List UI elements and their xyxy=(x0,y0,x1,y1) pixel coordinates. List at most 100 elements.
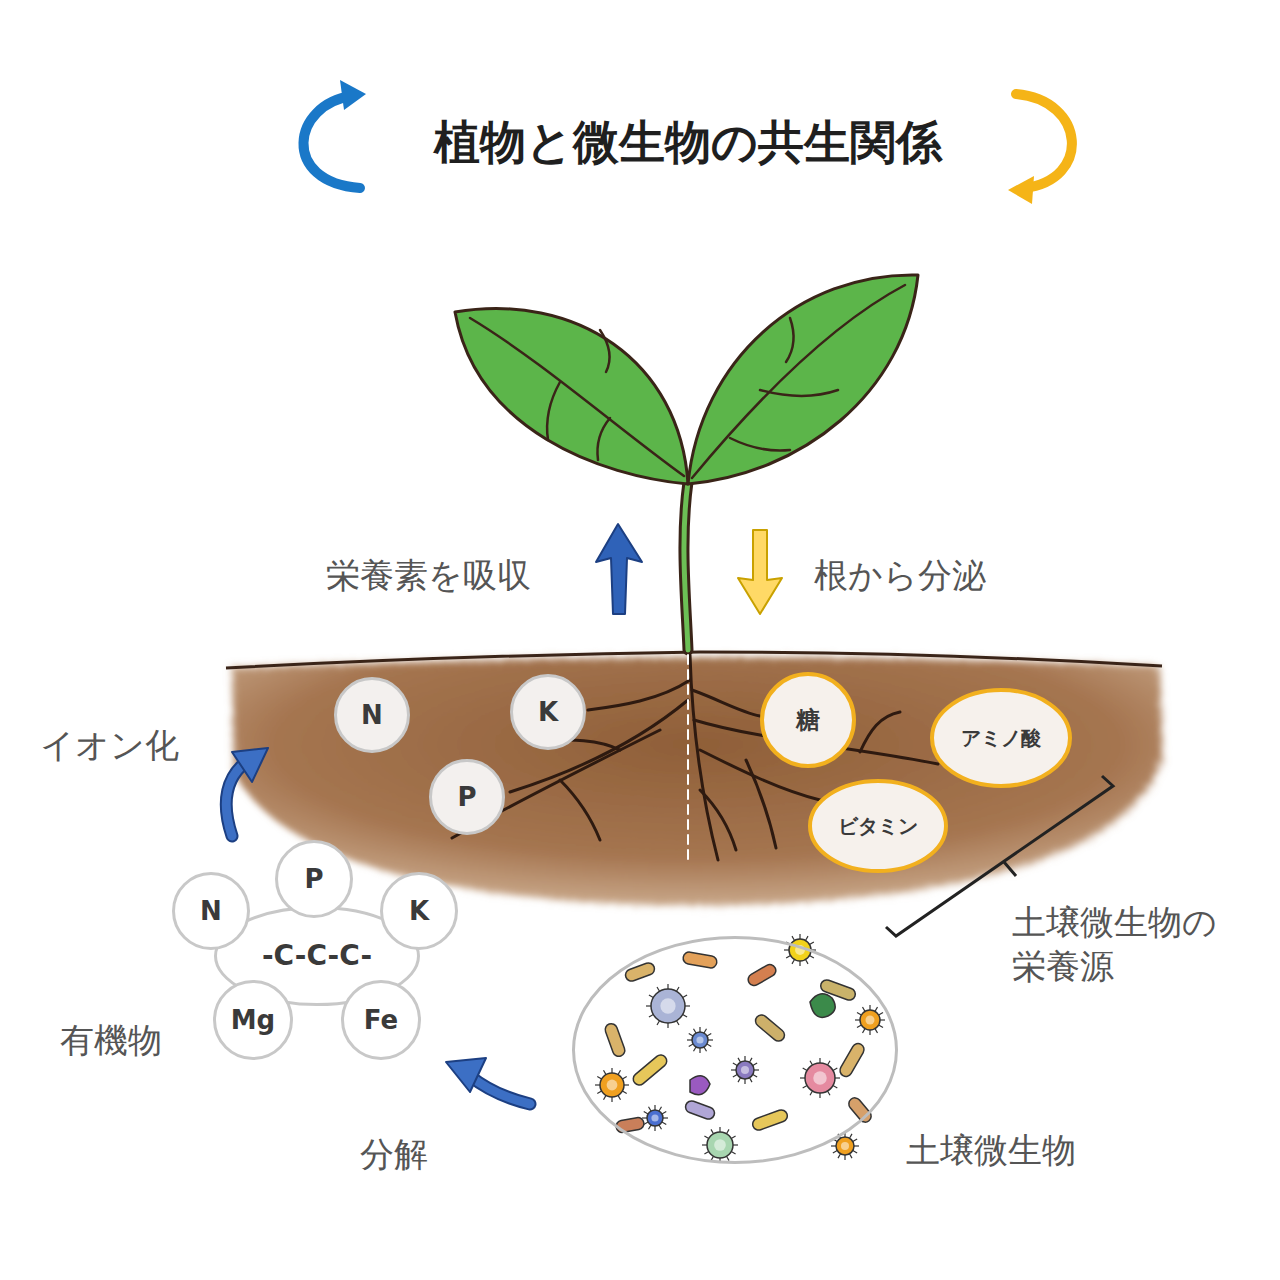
microbe-spike xyxy=(694,1029,697,1033)
illustration-part xyxy=(692,285,905,478)
microbe-spike xyxy=(806,960,809,964)
illustration-part xyxy=(687,655,689,862)
illustration-part xyxy=(452,655,938,860)
illustration-part xyxy=(692,690,760,716)
title-arrows xyxy=(303,80,1071,204)
microbe-rod xyxy=(753,1012,787,1043)
microbe-spike xyxy=(792,936,795,940)
microbe-coccus xyxy=(855,1005,885,1035)
microbe-body xyxy=(736,1061,754,1079)
illustration-part xyxy=(455,309,688,484)
node-ellipse xyxy=(382,874,457,949)
microbe-spike xyxy=(879,1025,883,1028)
microbe-spike xyxy=(733,1063,737,1066)
node-ellipse xyxy=(932,690,1070,786)
microbe-core xyxy=(813,1071,827,1085)
soil-band xyxy=(226,652,1162,906)
node-ellipse xyxy=(431,761,504,834)
microbe-body xyxy=(836,1137,854,1155)
illustration-part xyxy=(470,1076,530,1104)
microbe-core xyxy=(841,1142,849,1150)
illustration-part xyxy=(588,680,690,710)
element-circle: Fe xyxy=(341,980,421,1060)
microbe-core xyxy=(651,1114,658,1121)
illustration-part xyxy=(470,1076,530,1104)
node-ellipse xyxy=(762,674,854,766)
microbe-spike xyxy=(622,1091,626,1094)
node-text: P xyxy=(304,865,323,894)
microbe-spike xyxy=(786,956,790,959)
microbe-rod xyxy=(838,1041,866,1078)
node-ellipse xyxy=(810,781,946,871)
microbe-coccus xyxy=(595,1068,629,1102)
illustration-part xyxy=(560,780,600,840)
microbe-rod xyxy=(751,1108,789,1132)
microbe-spike xyxy=(857,1013,861,1016)
microbe-core xyxy=(696,1036,703,1043)
element-circle: K xyxy=(380,872,458,950)
illustration-part xyxy=(303,96,360,188)
nutrient-circle: K xyxy=(510,674,586,750)
microbe-blob xyxy=(690,1076,710,1095)
microbe-spike xyxy=(659,1125,662,1129)
illustration-part xyxy=(746,760,776,848)
illustration-part xyxy=(684,482,688,650)
microbe-body xyxy=(600,1073,624,1097)
illustration-part xyxy=(226,762,246,836)
illustration-part xyxy=(730,438,790,451)
decompose-arrow xyxy=(446,1058,530,1104)
illustration-part xyxy=(1016,94,1072,188)
microbe-core xyxy=(714,1139,726,1151)
microbe-spike xyxy=(689,1034,693,1037)
microbe-core xyxy=(741,1066,749,1074)
illustration-part xyxy=(226,652,1162,668)
microbe-blob xyxy=(810,994,835,1018)
microbe-coccus xyxy=(831,1132,859,1160)
microbe-spike xyxy=(857,1025,861,1028)
element-circle: N xyxy=(172,872,250,950)
node-text: N xyxy=(361,701,383,730)
annotation-label: 有機物 xyxy=(60,1018,162,1062)
node-ellipse xyxy=(512,676,585,749)
microbe-body xyxy=(707,1132,733,1158)
microbe-coccus xyxy=(646,984,690,1028)
exudate-circle: アミノ酸 xyxy=(930,688,1072,788)
microbe-spike xyxy=(806,936,809,940)
secrete-arrow xyxy=(738,530,782,614)
microbe-spike xyxy=(879,1013,883,1016)
microbe-spike xyxy=(689,1044,693,1047)
node-text: -C-C-C- xyxy=(262,941,372,972)
microbe-spike xyxy=(618,1070,621,1074)
absorb-arrow xyxy=(596,524,642,614)
illustration-part xyxy=(470,318,684,476)
microbe-spike xyxy=(875,1007,878,1011)
microbe-spike xyxy=(853,1139,857,1142)
microbe-rod xyxy=(684,1099,716,1121)
microbe-spike xyxy=(644,1122,648,1125)
microbe-spike xyxy=(649,1125,652,1129)
microbe-body xyxy=(647,1110,663,1126)
microbe-coccus xyxy=(642,1105,668,1131)
microbe-spike xyxy=(863,1029,866,1033)
node-outline xyxy=(572,936,898,1164)
microbe-core xyxy=(607,1080,618,1091)
node-ellipse xyxy=(277,842,352,917)
microbe-spike xyxy=(875,1029,878,1033)
illustration-part xyxy=(1008,176,1034,204)
microbe-spike xyxy=(810,956,814,959)
microbe-spike xyxy=(792,960,795,964)
microbe-spike xyxy=(833,1151,837,1154)
microbe-body xyxy=(692,1032,708,1048)
annotation-label: 根から分泌 xyxy=(814,553,986,597)
node-text: Fe xyxy=(364,1006,398,1035)
illustration-part xyxy=(598,418,611,460)
illustration-part xyxy=(700,790,736,850)
title: 植物と微生物の共生関係 xyxy=(434,112,942,174)
illustration-part xyxy=(232,748,268,782)
illustration-part xyxy=(684,482,688,650)
illustration-part xyxy=(232,657,1162,906)
microbe-spike xyxy=(863,1007,866,1011)
microbe-rod xyxy=(682,951,718,969)
microbe-spike xyxy=(753,1075,757,1078)
